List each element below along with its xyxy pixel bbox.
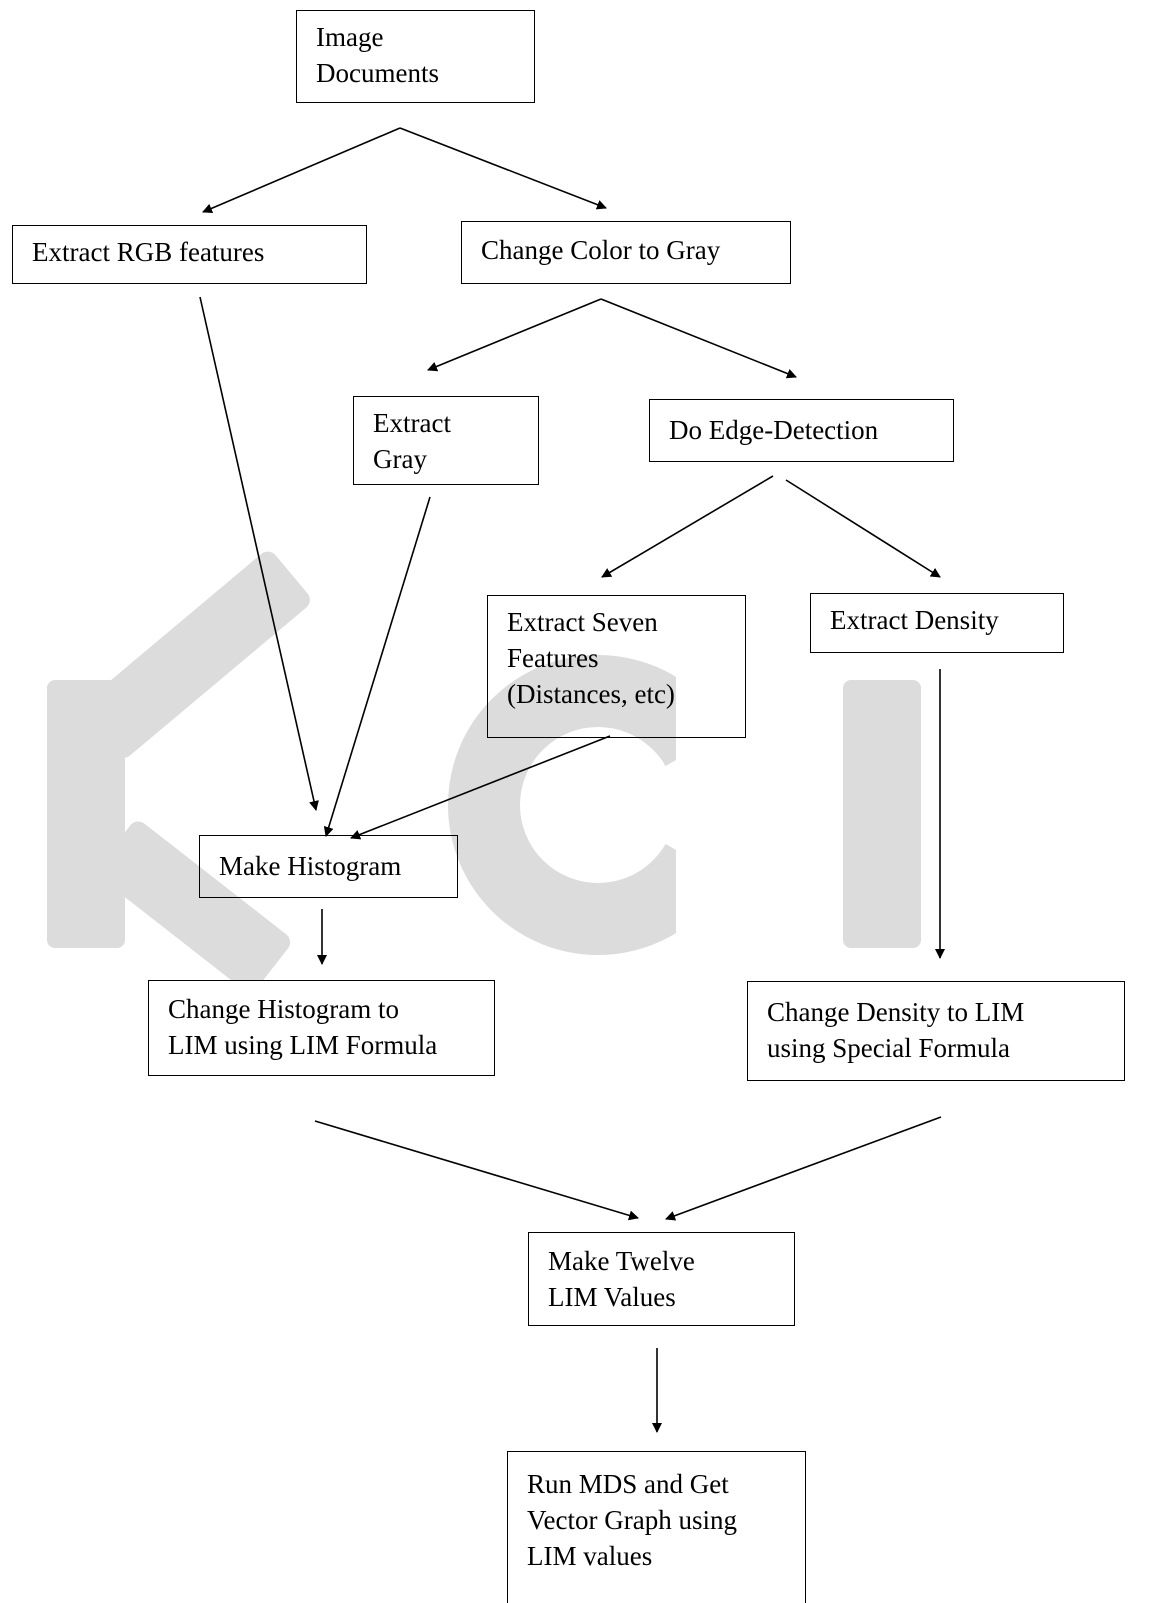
node-do-edge-detection: Do Edge-Detection — [649, 399, 954, 462]
node-make-twelve-lim-values: Make Twelve LIM Values — [528, 1232, 795, 1326]
node-run-mds: Run MDS and Get Vector Graph using LIM v… — [507, 1451, 806, 1603]
node-change-density-to-lim: Change Density to LIM using Special Form… — [747, 981, 1125, 1081]
node-extract-gray: Extract Gray — [353, 396, 539, 485]
arrow-seven-features-to-make-histogram — [350, 735, 611, 840]
node-extract-rgb-features: Extract RGB features — [12, 225, 367, 284]
arrow-edge-detection-to-extract-density — [785, 479, 941, 578]
arrow-histogram-lim-to-twelve-lim — [314, 1120, 639, 1221]
arrow-density-lim-to-twelve-lim — [665, 1116, 942, 1221]
node-image-documents: Image Documents — [296, 10, 535, 103]
arrow-color-to-gray-to-extract-gray — [427, 298, 602, 372]
arrow-extract-rgb-to-make-histogram — [199, 296, 319, 811]
node-extract-density: Extract Density — [810, 593, 1064, 653]
node-change-color-to-gray: Change Color to Gray — [461, 221, 791, 284]
node-make-histogram: Make Histogram — [199, 835, 458, 898]
arrow-edge-detection-to-seven-features — [601, 475, 774, 578]
arrow-image-documents-to-extract-rgb — [202, 127, 401, 214]
arrow-image-documents-to-color-to-gray — [399, 127, 607, 210]
arrow-color-to-gray-to-edge-detection — [600, 298, 797, 379]
node-extract-seven-features: Extract Seven Features (Distances, etc) — [487, 595, 746, 738]
watermark-i — [843, 680, 921, 948]
arrow-extract-gray-to-make-histogram — [323, 496, 431, 837]
node-change-histogram-to-lim: Change Histogram to LIM using LIM Formul… — [148, 980, 495, 1076]
